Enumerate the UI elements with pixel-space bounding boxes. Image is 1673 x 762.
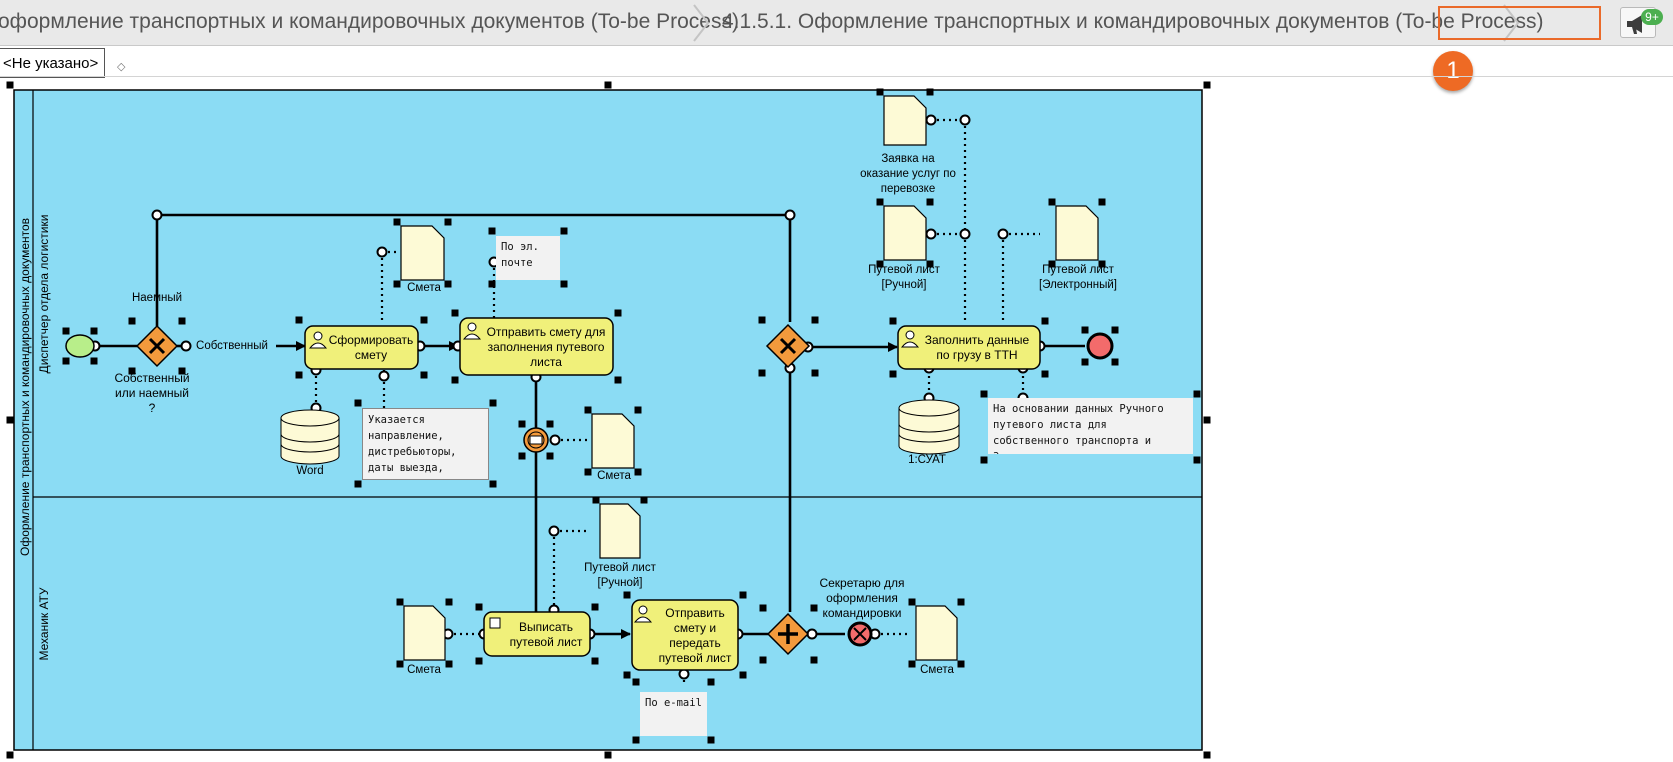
start-event[interactable]: [65, 334, 95, 358]
note-basis[interactable]: На основании данных Ручного путевого лис…: [988, 398, 1193, 454]
pool-title: Оформление транспортных и командировочны…: [18, 217, 32, 556]
dropdown-arrow-icon[interactable]: ◇: [117, 61, 126, 73]
datastore-word[interactable]: [280, 409, 340, 465]
associations: [314, 118, 1040, 684]
intermediate-message-event[interactable]: [518, 420, 554, 460]
gateway-question-label: Собственный или наемный ?: [114, 371, 190, 415]
note-direction[interactable]: Указается направление, дистребьюторы, да…: [362, 408, 489, 480]
note-email-2[interactable]: По e-mail: [640, 692, 707, 736]
doc-smeta-1: [400, 225, 445, 281]
doc-waybill-manual-2-label: Путевой лист [Ручной]: [584, 562, 656, 589]
lane-selector-dropdown[interactable]: <Не указано>: [0, 48, 106, 78]
doc-request: [883, 95, 927, 146]
gateway-label-hired: Наемный: [131, 292, 183, 304]
task-form-estimate-label: Сформировать смету: [328, 333, 414, 362]
note-email-1[interactable]: По эл. почте: [496, 236, 560, 280]
sequence-flows: [95, 213, 1085, 636]
lane-label-mechanic: Механик АТУ: [37, 587, 51, 661]
divider: [0, 76, 1673, 77]
lane-label-dispatcher: Диспетчер отдела логистики: [37, 214, 51, 374]
documents: [400, 95, 1099, 661]
doc-waybill-manual-2: [599, 503, 641, 559]
breadcrumb: оформление транспортных и командировочны…: [0, 0, 1673, 46]
doc-waybill-electronic-label: Путевой лист [Электронный]: [1039, 264, 1117, 291]
task-send-estimate[interactable]: [451, 309, 622, 384]
highlight-box: [1438, 6, 1601, 40]
gateway-label-own: Собственный: [196, 340, 268, 352]
doc-waybill-electronic: [1055, 205, 1099, 261]
exclusive-gateway-1[interactable]: [128, 317, 186, 375]
notifications-badge: 9+: [1641, 9, 1663, 25]
task-form-estimate[interactable]: [295, 316, 428, 379]
datastore-1c[interactable]: [898, 399, 960, 455]
datastore-word-label: Word: [296, 465, 324, 477]
task-fill-ttn-label: Заполнить данные по грузу в ТТН: [924, 333, 1030, 362]
end-event-secretary[interactable]: [847, 621, 873, 647]
doc-waybill-manual: [883, 205, 927, 261]
task-fill-ttn[interactable]: [889, 317, 1049, 378]
step-callout-badge: 1: [1433, 51, 1473, 91]
doc-smeta-2: [591, 413, 635, 469]
task-issue-waybill-label: Выписать путевой лист: [509, 620, 583, 649]
parallel-gateway[interactable]: [759, 604, 818, 664]
gateway-secretary-label: Секретарю для оформления командировки: [819, 576, 905, 620]
task-send-estimate-waybill-label: Отправить смету и передать путевой лист: [658, 606, 732, 665]
doc-smeta-4: [915, 605, 958, 661]
end-event[interactable]: [1081, 326, 1119, 366]
datastore-1c-label: 1:СУАТ: [908, 454, 946, 466]
breadcrumb-separator-icon: [1503, 4, 1520, 42]
doc-smeta-3-label: Смета: [407, 664, 441, 676]
task-send-estimate-label: Отправить смету для заполнения путевого …: [486, 325, 606, 369]
doc-smeta-4-label: Смета: [920, 664, 954, 676]
breadcrumb-item-parent[interactable]: оформление транспортных и командировочны…: [0, 10, 739, 33]
breadcrumb-item-current[interactable]: 4.1.5.1. Оформление транспортных и коман…: [722, 10, 1544, 33]
doc-smeta-1-label: Смета: [407, 282, 441, 294]
doc-waybill-manual-label: Путевой лист [Ручной]: [868, 264, 940, 291]
megaphone-icon: [1627, 15, 1642, 34]
doc-smeta-2-label: Смета: [597, 470, 631, 482]
task-issue-waybill[interactable]: [475, 603, 599, 665]
doc-smeta-3: [403, 605, 446, 661]
exclusive-gateway-2[interactable]: [758, 316, 819, 377]
doc-request-label: Заявка на оказание услуг по перевозке: [860, 153, 956, 195]
breadcrumb-separator-icon: [693, 4, 710, 42]
task-send-estimate-waybill[interactable]: [623, 591, 747, 679]
